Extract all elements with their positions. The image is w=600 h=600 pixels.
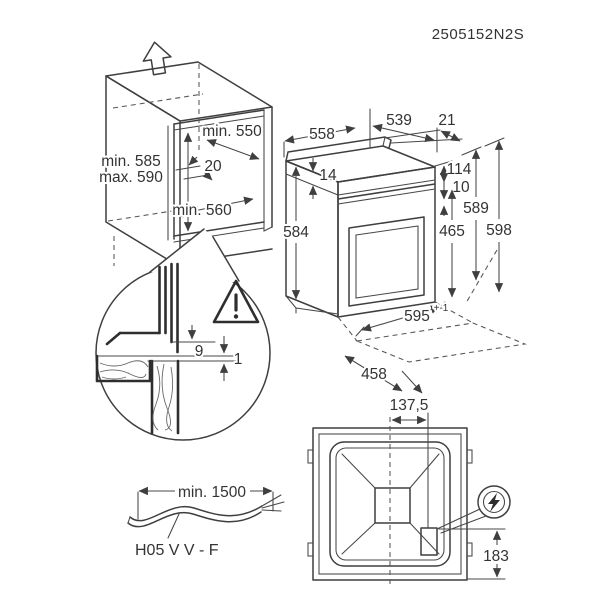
lightning-bolt-icon: [436, 485, 511, 534]
rear-trim-label: 21: [438, 112, 455, 129]
plinth-depth-label: 458: [361, 366, 387, 383]
front-width-label: 595: [404, 308, 430, 325]
panel-gap-label: 10: [452, 179, 470, 196]
oven-top-width-label: 558: [309, 126, 335, 143]
top-trim-label: 14: [319, 167, 337, 184]
door-height-label: 465: [439, 223, 465, 240]
cabinet-niche-drawing: min. 585 max. 590 min. 550 20 min. 560: [97, 41, 273, 268]
warning-triangle-icon: [212, 279, 260, 324]
junction-offset-y-label: 183: [483, 548, 509, 565]
clearance-label: 1: [234, 351, 243, 368]
panel-height-label: 114: [447, 161, 472, 178]
joint-detail-circle: 9 1: [95, 228, 271, 441]
front-width-tolerance-label: +-1: [434, 303, 449, 314]
up-arrow-icon: [142, 41, 172, 76]
niche-height-min-label: min. 585: [101, 153, 160, 170]
junction-box: [420, 527, 438, 556]
drawing-code: 2505152N2S: [432, 26, 525, 43]
oven-top-depth-label: 539: [386, 112, 412, 129]
front-height-label: 589: [463, 200, 489, 217]
power-cable-drawing: min. 1500 H05 V V - F: [127, 482, 285, 561]
total-height-label: 598: [486, 222, 512, 239]
rear-view-drawing: 137,5 183: [307, 395, 511, 586]
niche-depth-bottom-label: min. 560: [172, 202, 232, 219]
rear-vent-gap-label: 20: [204, 158, 222, 175]
niche-depth-top-label: min. 550: [202, 123, 262, 140]
niche-height-max-label: max. 590: [99, 169, 163, 186]
oven-drawing: 558 539 21 14 584 114 10 589: [281, 108, 527, 394]
rear-center-plate: [374, 487, 411, 524]
cable-length-label: min. 1500: [178, 484, 246, 501]
cable-type-label: H05 V V - F: [135, 542, 219, 559]
junction-offset-x-label: 137,5: [390, 397, 429, 414]
trim-overhang-label: 9: [195, 343, 204, 360]
body-height-label: 584: [283, 224, 309, 241]
